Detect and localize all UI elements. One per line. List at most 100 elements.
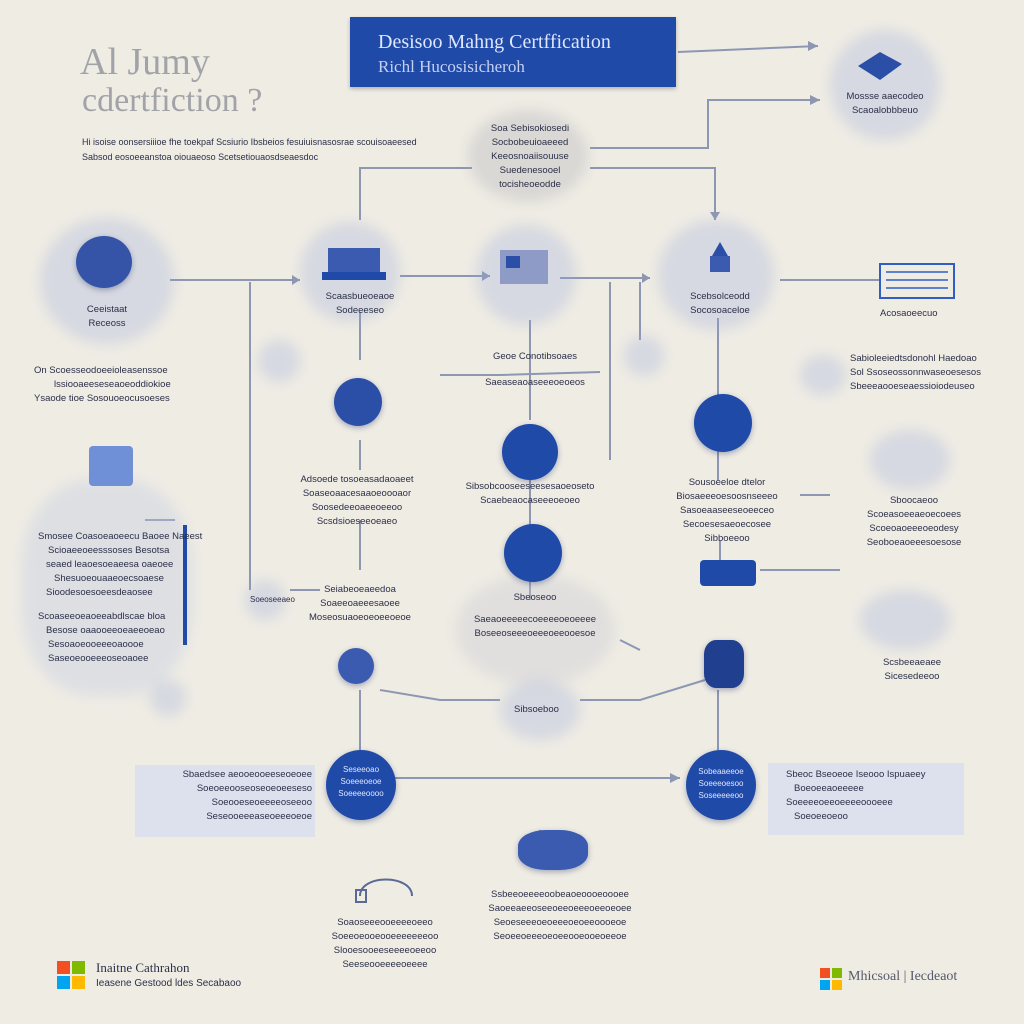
blob-top-right: [830, 30, 940, 140]
footer-right-brand: Mhicsoal | Iecdeaot: [848, 969, 958, 984]
mid-line: Sasoeaaseeseoeeceo: [679, 505, 775, 516]
disc-center-2: [504, 524, 562, 582]
label-disc-bottom-right: Sobeaaeeoe Soeeeoesoo Soseeeeeoo: [686, 766, 756, 802]
left-heading-line1: Al Jumy: [80, 41, 210, 83]
note-line: Mossse aaecodeo: [846, 91, 924, 102]
disc-bottom-right: [686, 750, 756, 820]
label-center-mid: Sibsobcooseeseesesaoeoseto Scaebeaocasee…: [455, 480, 605, 508]
logo-square-red: [57, 961, 70, 974]
label-small-lower: Soeoseeaeo: [250, 595, 295, 604]
panel-line: Smosee Coasoeaoeecu Baoee Naeest: [38, 531, 203, 542]
mid-line: Adsoede tosoeasadaoaeet: [300, 474, 414, 485]
bottom-line: Ssbeeoeeeeoobeaoeoooeoooee: [491, 889, 629, 900]
panel-line: Soeoeeooseoseoeoeeseso: [196, 783, 312, 794]
block-line: Sol Ssoseossonnwaseoesesos: [850, 367, 981, 378]
blob-right-a: [870, 430, 950, 490]
mid-line: Boseeoseeeoeeeoeeooesoe: [474, 628, 596, 639]
note-top-right: Mossse aaecodeo Scaoalobbbeuo: [830, 90, 940, 118]
label-right-mid: Sousoeeloe dtelor Biosaeeeoesoosnseeeo S…: [662, 476, 792, 546]
blob-small-3: [800, 355, 846, 395]
mid-line: Sousoeeloe dtelor: [688, 477, 766, 488]
note-line: tocisheoeodde: [499, 179, 561, 190]
label-bottom-left-mid: Soaoseeeooeeeeoeeo Soeeoeooeooeeeeeeeoo …: [320, 916, 450, 972]
panel-line: Scioaeeoeesssoses Besotsa: [48, 545, 170, 556]
footer-left-logo: [57, 961, 85, 989]
lock-icon: [710, 242, 730, 272]
mid-line: Sibsobcooseeseesesaoeoseto: [465, 481, 595, 492]
node-line: Socosoaceloe: [690, 305, 750, 316]
mid-line: Sicesedeeoo: [884, 671, 940, 682]
panel-bottom-left-text: Sbaedsee aeooeooeeseoeoee Soeoeeooseoseo…: [138, 768, 312, 824]
block-line: Sbeeeaooeseaessioiodeuseo: [850, 381, 975, 392]
label-bottom-center: Ssbeeoeeeeoobeaoeoooeoooee Saoeeaeeoseeo…: [470, 888, 650, 944]
bottom-line: Slooesooeeseeeeoeeoo: [333, 945, 437, 956]
node-line: Sodeeeseo: [335, 305, 385, 316]
panel-line: Seseooeeeaseoeeeoeoe: [206, 811, 312, 822]
left-heading-line2: cdertfiction ?: [82, 82, 263, 119]
blob-center-lower: [455, 575, 615, 685]
center-line: Saeaseaoaseeeoeoeos: [485, 377, 585, 388]
panel-line: Scoaseeoeaoeeabdlscae bloa: [38, 611, 166, 622]
block-left: On Scoesseodoeeioleasenssoe lssiooaeeses…: [34, 364, 171, 406]
label-center: Geoe Conotibsoaes Saeaseaoaseeeoeoeos: [460, 350, 610, 390]
center-line: Geoe Conotibsoaes: [493, 351, 577, 362]
cube-icon: [858, 52, 902, 80]
header-title-box: Desisoo Mahng Certffication Richl Hucosi…: [350, 17, 676, 87]
footer-right-logo: [820, 968, 842, 990]
panel-line: Sesoaoeooeeeoaoooe: [48, 639, 144, 650]
blob-big-left: [22, 480, 192, 695]
bottom-line: Soaoseeeooeeeeoeeo: [337, 917, 433, 928]
mid-line: Sibboeeoo: [704, 533, 750, 544]
blob-small-bottom: [150, 680, 186, 716]
label-bubble-mid: Sibsoeboo: [514, 704, 559, 715]
mid-line: Scsdsioeseeoeaeo: [316, 516, 398, 527]
panel-line: Soeooeseoeeeeoseeoo: [211, 797, 312, 808]
mid-line: Scaebeaocaseeeoeoeo: [480, 495, 580, 506]
panel-line: Soeoeeoeoo: [794, 811, 848, 822]
panel-bottom-right: [768, 763, 964, 835]
blob-small-lower: [245, 580, 285, 620]
label-right-lower: Scsbeeaeaee Sicesedeeoo: [862, 656, 962, 684]
panel-line: Sbaedsee aeooeooeeseoeoee: [182, 769, 312, 780]
blob-bubble-mid: [500, 680, 580, 740]
server-icon: [500, 250, 548, 284]
label-mid-left: Adsoede tosoeasadaoaeet Soaseoaacesaaoeo…: [292, 473, 422, 529]
panel-line: Besose oaaooeeoeaeeoeao: [46, 625, 165, 636]
headset-icon: [355, 878, 413, 903]
note-top-center: Soa Sebisokiosedi Socbobeuioaeeed Keeosn…: [470, 122, 590, 192]
note-line: Scaoalobbbeuo: [851, 105, 919, 116]
logo-square-yellow: [72, 976, 85, 989]
node-line: Receoss: [88, 318, 126, 329]
logo-square-red: [820, 968, 830, 978]
disc-mid-left-small: [338, 648, 374, 684]
device-tile-right: [700, 560, 756, 586]
footer-left-brand: Inaitne Cathrahon: [96, 960, 190, 975]
block-right: Sabioleeiedtsdonohl Haedoao Sol Ssoseoss…: [850, 352, 981, 394]
bottom-line: Seoeeoeeeoeoeeooeooeoeeoe: [493, 931, 627, 942]
disc-mid-upper: [334, 378, 382, 426]
intro-line-1: Hi isoise oonsersiiioe fhe toekpaf Scsiu…: [82, 137, 417, 147]
disc-line: Seseeoao: [342, 765, 380, 774]
mid-line: Moseosuaoeoeoeeoeoe: [309, 612, 411, 623]
block-line: On Scoesseodoeeioleasenssoe: [34, 365, 168, 376]
mid-line: Saeaoeeeeecoeeeeoeoeeee: [473, 614, 597, 625]
panel-line: Soeeeeoeeoeeeeoooeee: [786, 797, 893, 808]
node-line: Ceeistaat: [86, 304, 128, 315]
disc-bottom-center: [518, 830, 588, 870]
disc-line: Sobeaaeeoe: [698, 767, 744, 776]
header-title: Desisoo Mahng Certffication: [378, 31, 611, 53]
logo-square-yellow: [832, 980, 842, 990]
blob-small-2: [624, 336, 664, 376]
label-right-docs: Acosaoeecuo: [880, 308, 938, 319]
logo-square-green: [72, 961, 85, 974]
disc-line: Soeeeoeoe: [340, 777, 382, 786]
far-line: Seoboeaoeeesoesose: [866, 537, 962, 548]
note-line: Keeosnoaiisouuse: [491, 151, 569, 162]
disc-left-node: [76, 236, 132, 288]
panel-line: seaed leaoesoeaeesa oaeoee: [46, 559, 174, 570]
blob-small-1: [258, 340, 300, 382]
panel-line: Sioodesoesoeesdeaosee: [46, 587, 153, 598]
footer-left-subtitle: Ieasene Gestood ldes Secabaoo: [96, 978, 242, 989]
bottom-line: Soeeoeooeooeeeeeeeoo: [331, 931, 439, 942]
